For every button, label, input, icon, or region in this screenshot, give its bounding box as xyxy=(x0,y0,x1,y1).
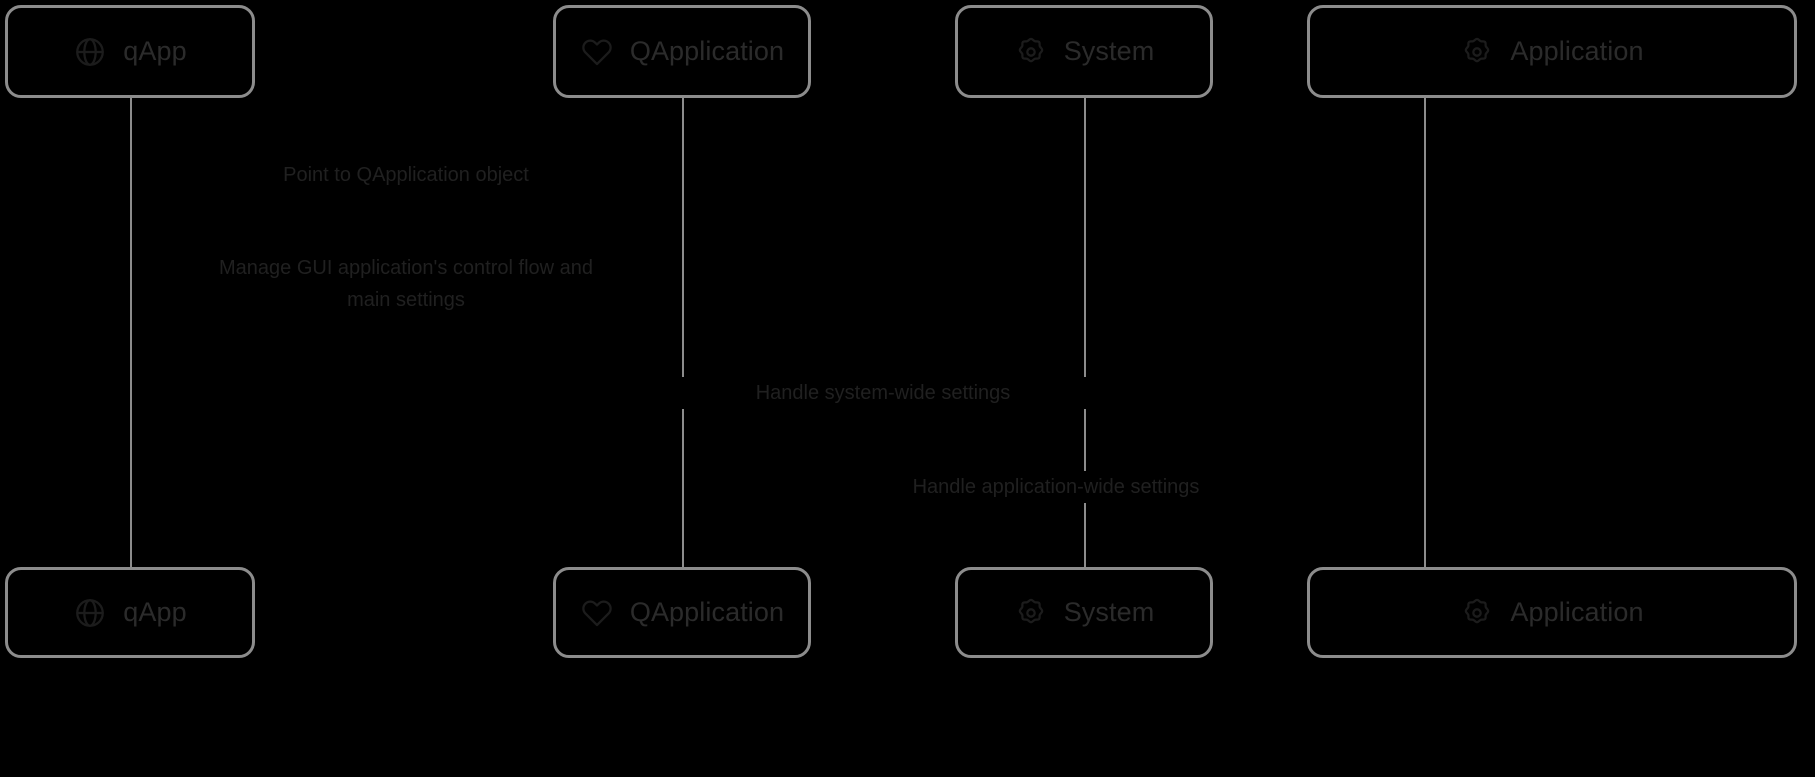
gear-icon xyxy=(1460,596,1494,630)
heart-icon xyxy=(580,596,614,630)
message-manage-gui-control-flow: Manage GUI application's control flow an… xyxy=(171,252,641,316)
participant-label-system-bottom: System xyxy=(1063,597,1155,627)
gear-icon xyxy=(1014,596,1048,630)
participant-label-qapplication-bottom: QApplication xyxy=(629,597,785,627)
participant-label-qapp-bottom: qApp xyxy=(123,597,187,627)
lifeline-system-upper xyxy=(1084,98,1086,472)
message-handle-system-wide-settings: Handle system-wide settings xyxy=(673,377,1093,409)
lifeline-application xyxy=(1424,98,1426,568)
participant-box-qapplication-top[interactable]: QApplication xyxy=(553,5,811,98)
globe-icon xyxy=(73,596,107,630)
lifeline-qapplication xyxy=(682,98,684,568)
participant-box-application-top[interactable]: Application xyxy=(1307,5,1797,98)
message-handle-application-wide-settings: Handle application-wide settings xyxy=(841,471,1271,503)
lifeline-qapp xyxy=(130,98,132,568)
participant-box-system-top[interactable]: System xyxy=(955,5,1213,98)
participant-label-system-top: System xyxy=(1063,36,1155,66)
participant-box-qapplication-bottom[interactable]: QApplication xyxy=(553,567,811,658)
participant-label-qapplication-top: QApplication xyxy=(629,36,785,66)
participant-box-qapp-top[interactable]: qApp xyxy=(5,5,255,98)
participant-label-qapp-top: qApp xyxy=(123,36,187,66)
participant-label-application-top: Application xyxy=(1510,36,1644,66)
participant-box-application-bottom[interactable]: Application xyxy=(1307,567,1797,658)
participant-label-application-bottom: Application xyxy=(1510,597,1644,627)
participant-box-system-bottom[interactable]: System xyxy=(955,567,1213,658)
gear-icon xyxy=(1014,35,1048,69)
globe-icon xyxy=(73,35,107,69)
message-point-to-qapplication: Point to QApplication object xyxy=(176,159,636,191)
participant-box-qapp-bottom[interactable]: qApp xyxy=(5,567,255,658)
gear-icon xyxy=(1460,35,1494,69)
heart-icon xyxy=(580,35,614,69)
lifeline-system-lower xyxy=(1084,500,1086,568)
